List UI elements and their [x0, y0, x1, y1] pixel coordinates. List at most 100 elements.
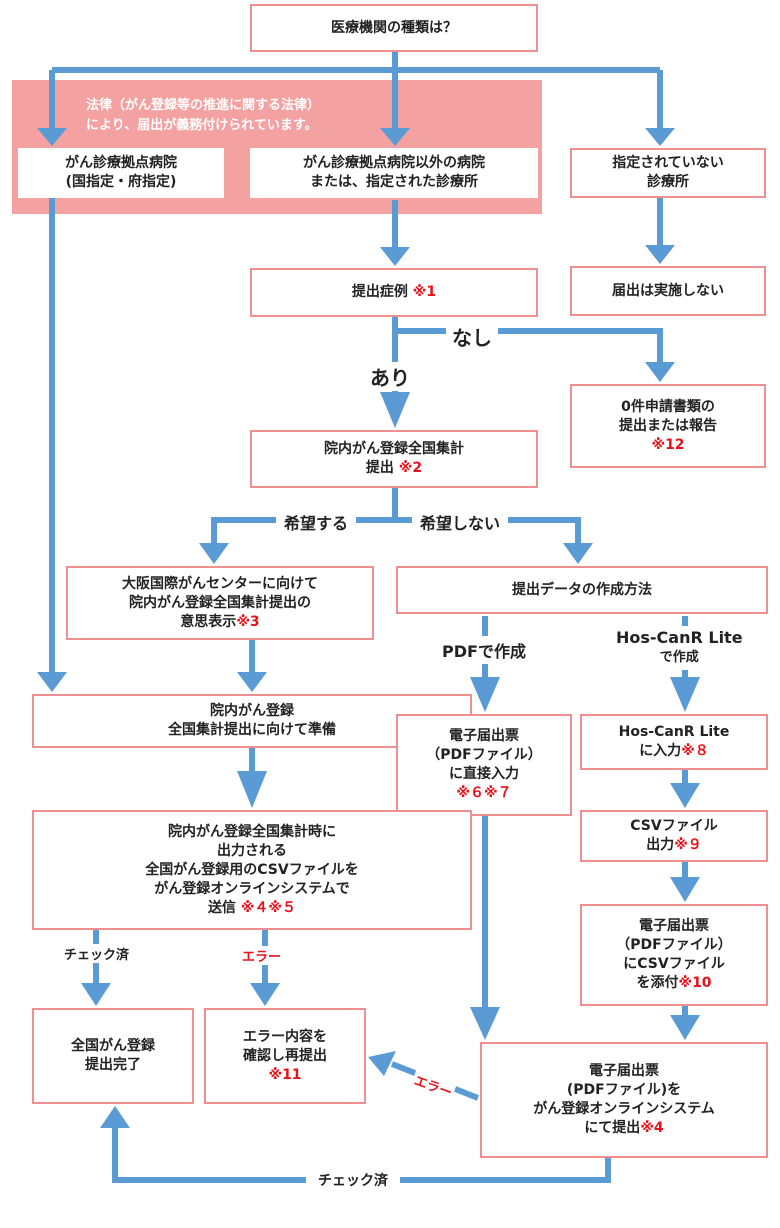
label-exists: あり: [370, 362, 410, 391]
arrowhead: [670, 783, 700, 808]
node-start: 医療機関の種類は？: [250, 4, 538, 52]
node-zero-line1: 0件申請書類の: [621, 398, 715, 415]
node-clinic-line2: 診療所: [647, 174, 689, 190]
arrowhead: [380, 128, 410, 146]
node-online-line4: にて提出※4: [584, 1119, 663, 1138]
label-hoscanr-create: Hos-CanR Lite で作成: [612, 626, 747, 670]
node-online-line2: (PDFファイル)を: [566, 1082, 682, 1098]
node-complete-line1: 全国がん登録: [71, 1038, 155, 1054]
arrowhead: [645, 128, 675, 146]
node-csv-attach: 電子届出票 （PDFファイル） にCSVファイル を添付※10: [580, 904, 768, 1006]
node-attach-line1: 電子届出票: [639, 918, 709, 934]
node-pdf-line3: に直接入力: [449, 766, 519, 782]
node-resubmit-line1: エラー内容を: [243, 1028, 327, 1045]
node-prepare-line1: 院内がん登録: [210, 703, 294, 719]
node-attach-line4: を添付※10: [636, 974, 711, 993]
arrowhead: [250, 983, 280, 1006]
arrowhead: [563, 543, 593, 564]
node-send-line1: 院内がん登録全国集計時に: [168, 823, 336, 840]
node-send-line5-text: 送信: [207, 899, 236, 916]
node-hoscanr-line1: Hos-CanR Lite: [618, 724, 730, 740]
node-submit-cases: 提出症例 ※1: [250, 268, 538, 317]
note-4-online: ※4: [640, 1120, 664, 1136]
node-attach-line2: （PDFファイル）: [616, 937, 732, 953]
node-designated-line2: (国指定・府指定): [65, 174, 177, 190]
node-clinic-line1: 指定されていない: [612, 155, 724, 171]
node-other-line1: がん診療拠点病院以外の病院: [303, 155, 485, 171]
legal-note-line1: 法律（がん登録等の推進に関する法律）: [86, 98, 321, 113]
arrowhead: [670, 1015, 700, 1040]
node-creation-method: 提出データの作成方法: [396, 566, 768, 614]
arrowhead: [37, 128, 67, 146]
node-send-line3: 全国がん登録用のCSVファイルを: [145, 861, 359, 878]
legal-obligation-note: 法律（がん登録等の推進に関する法律） により、届出が義務付けられています。: [86, 96, 320, 136]
node-aggregate-line1: 院内がん登録全国集計: [324, 441, 464, 457]
arrowhead: [380, 247, 410, 266]
node-submit-cases-text: 提出症例 ※1: [352, 283, 436, 302]
node-start-text: 医療機関の種類は？: [331, 19, 457, 36]
label-hoscanr-line1: Hos-CanR Lite: [616, 628, 743, 647]
label-none: なし: [446, 322, 498, 351]
node-aggregate-line2: 提出 ※2: [366, 459, 422, 478]
node-hoscanr-line2-text: に入力: [639, 743, 682, 759]
label-hoscanr-line2: で作成: [659, 650, 699, 665]
node-send-line4: がん登録オンラインシステムで: [154, 880, 350, 897]
node-csv-line2: 出力※９: [646, 836, 702, 855]
note-11: ※11: [268, 1066, 302, 1083]
node-no-submission: 届出は実施しない: [570, 266, 766, 316]
node-designated-line1: がん診療拠点病院: [65, 155, 177, 171]
node-complete: 全国がん登録 提出完了: [32, 1008, 194, 1104]
node-pdf-direct: 電子届出票 （PDFファイル） に直接入力 ※６※７: [396, 714, 572, 816]
node-intent-line2: 院内がん登録全国集計提出の: [129, 594, 311, 611]
node-online-line3: がん登録オンラインシステム: [533, 1101, 715, 1117]
note-6-7: ※６※７: [456, 785, 512, 801]
label-pdf-create: PDFで作成: [438, 636, 530, 664]
arrowhead: [645, 245, 675, 264]
node-resubmit-line2: 確認し再提出: [243, 1047, 327, 1064]
node-national-aggregate: 院内がん登録全国集計 提出 ※2: [250, 430, 538, 488]
node-zero-line2: 提出または報告: [619, 417, 717, 434]
note-9: ※９: [674, 837, 702, 853]
node-intent-line1: 大阪国際がんセンターに向けて: [122, 575, 318, 592]
node-designated-hospital: がん診療拠点病院 (国指定・府指定): [18, 148, 224, 198]
node-online-line4-text: にて提出: [584, 1120, 641, 1136]
node-csv-line2-text: 出力: [646, 837, 675, 853]
note-10: ※10: [678, 975, 712, 991]
arrowhead: [81, 983, 111, 1006]
note-4-5: ※４※５: [240, 899, 297, 916]
node-intent-osaka: 大阪国際がんセンターに向けて 院内がん登録全国集計提出の 意思表示※3: [66, 566, 374, 640]
node-undesignated-clinic: 指定されていない 診療所: [570, 148, 766, 198]
arrowhead: [380, 392, 410, 428]
node-intent-line3: 意思表示※3: [180, 613, 259, 632]
node-send-csv: 院内がん登録全国集計時に 出力される 全国がん登録用のCSVファイルを がん登録…: [32, 810, 472, 930]
node-online-line1: 電子届出票: [589, 1063, 659, 1079]
arrowhead: [645, 362, 675, 382]
note-3: ※3: [236, 613, 260, 630]
node-zero-report: 0件申請書類の 提出または報告 ※12: [570, 384, 766, 468]
node-aggregate-line2-text: 提出: [365, 460, 394, 476]
node-pdf-line1: 電子届出票: [449, 728, 519, 744]
note-2: ※2: [398, 460, 423, 476]
node-send-line2: 出力される: [217, 842, 287, 859]
arrowhead: [670, 677, 700, 712]
arrowhead: [37, 672, 67, 692]
arrow-none-to-zero: [395, 328, 663, 365]
arrowhead: [368, 1051, 396, 1076]
note-12: ※12: [651, 436, 685, 453]
arrowhead: [237, 672, 267, 692]
node-attach-line3: にCSVファイル: [623, 956, 725, 972]
node-attach-line4-text: を添付: [636, 975, 679, 991]
node-method-text: 提出データの作成方法: [512, 581, 652, 598]
legal-note-line2: により、届出が義務付けられています。: [86, 118, 318, 133]
label-want: 希望する: [276, 510, 357, 534]
node-submit-pdf-online: 電子届出票 (PDFファイル)を がん登録オンラインシステム にて提出※4: [480, 1042, 768, 1158]
arrowhead: [237, 771, 267, 808]
node-csv-line1: CSVファイル: [630, 818, 718, 834]
node-resubmit: エラー内容を 確認し再提出 ※11: [204, 1008, 366, 1104]
note-1: ※1: [412, 284, 437, 300]
node-prepare-line2: 全国集計提出に向けて準備: [168, 722, 336, 738]
node-no-submission-text: 届出は実施しない: [612, 282, 724, 299]
label-checked-left: チェック済: [60, 944, 134, 963]
arrowhead: [199, 543, 229, 564]
